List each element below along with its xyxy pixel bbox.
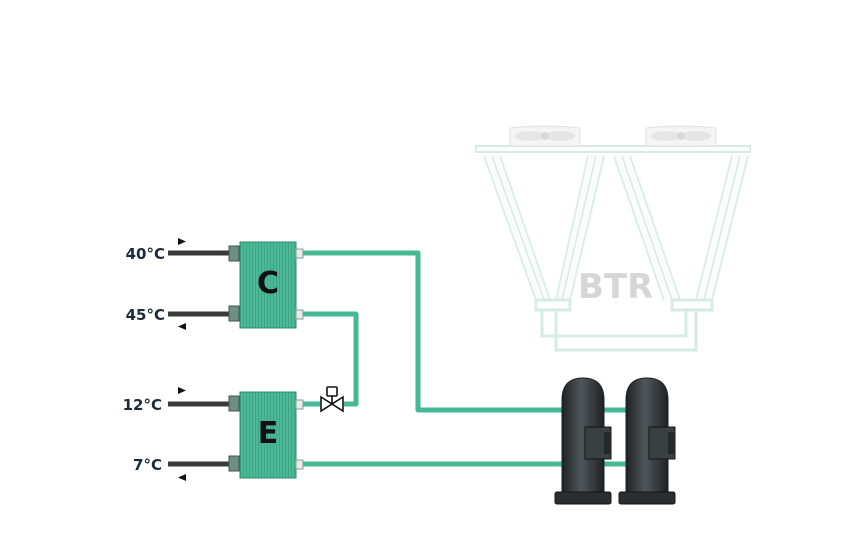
connector-fitting	[228, 455, 240, 472]
water-circuit	[168, 250, 232, 467]
connector-fitting	[295, 248, 304, 259]
flow-arrow-right-icon	[178, 387, 186, 394]
connector-fitting	[228, 305, 240, 322]
liquid-line	[300, 311, 359, 407]
compressor-1	[554, 377, 612, 505]
connector-fitting	[295, 309, 304, 320]
flow-arrow-right-icon	[178, 238, 186, 245]
refrigerant-circuit	[300, 250, 626, 467]
evaporator-heat-exchanger	[228, 391, 304, 479]
connector-fitting	[228, 395, 240, 412]
evaporator-letter: E	[257, 416, 279, 451]
drycooler-unit	[475, 125, 751, 352]
condenser-outlet-temp: 40°C	[125, 245, 165, 263]
flow-arrow-left-icon	[178, 474, 186, 481]
evaporator-outlet-temp: 7°C	[133, 456, 162, 474]
fan-icon	[645, 125, 717, 147]
connector-fitting	[228, 245, 240, 262]
condenser-heat-exchanger	[228, 241, 304, 329]
flow-arrow-left-icon	[178, 323, 186, 330]
fan-icon	[509, 125, 581, 147]
connector-fitting	[295, 459, 304, 470]
expansion-valve-icon	[320, 386, 344, 413]
condenser-letter: C	[256, 266, 280, 301]
evaporator-inlet-temp: 12°C	[122, 396, 162, 414]
compressor-2	[618, 377, 676, 505]
connector-fitting	[295, 399, 304, 410]
condenser-inlet-temp: 45°C	[125, 306, 165, 324]
btr-label: BTR	[578, 267, 653, 307]
discharge-line	[300, 250, 562, 413]
